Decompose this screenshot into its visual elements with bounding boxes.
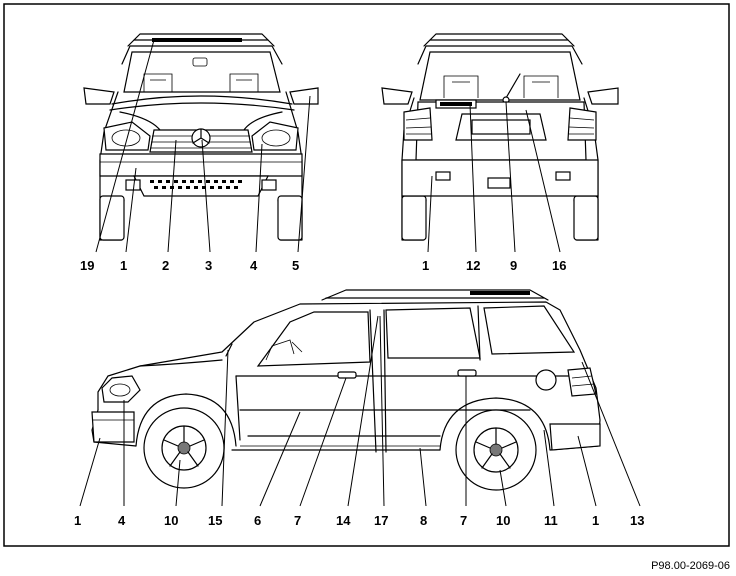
side-callout-10: 10: [164, 513, 178, 528]
front-view-callouts: 19 1 2 3 4 5: [80, 258, 299, 273]
rear-callout-16: 16: [552, 258, 566, 273]
side-callout-17: 17: [374, 513, 388, 528]
figure-reference-code: P98.00-2069-06: [651, 560, 730, 572]
rear-callout-9: 9: [510, 258, 517, 273]
side-callout-13: 13: [630, 513, 644, 528]
side-view: [79, 289, 641, 507]
side-callout-7b: 7: [460, 513, 467, 528]
rear-view-callouts: 1 12 9 16: [422, 258, 566, 273]
front-view: [83, 33, 319, 253]
rear-callout-12: 12: [466, 258, 480, 273]
side-callout-1: 1: [74, 513, 81, 528]
front-callout-5: 5: [292, 258, 299, 273]
side-callout-15: 15: [208, 513, 222, 528]
side-callout-10b: 10: [496, 513, 510, 528]
side-callout-4: 4: [118, 513, 126, 528]
side-callout-11: 11: [544, 513, 558, 528]
rear-view: [381, 33, 619, 253]
side-callout-14: 14: [336, 513, 351, 528]
side-callout-7: 7: [294, 513, 301, 528]
front-callout-19: 19: [80, 258, 94, 273]
side-view-callouts: 1 4 10 15 6 7 14 17 8 7 10 11 1 13: [74, 513, 644, 528]
front-callout-1: 1: [120, 258, 127, 273]
front-callout-4: 4: [250, 258, 258, 273]
front-callout-2: 2: [162, 258, 169, 273]
side-callout-1b: 1: [592, 513, 599, 528]
front-callout-3: 3: [205, 258, 212, 273]
side-callout-6: 6: [254, 513, 261, 528]
side-callout-8: 8: [420, 513, 427, 528]
rear-callout-1: 1: [422, 258, 429, 273]
diagram-frame: [3, 3, 730, 547]
